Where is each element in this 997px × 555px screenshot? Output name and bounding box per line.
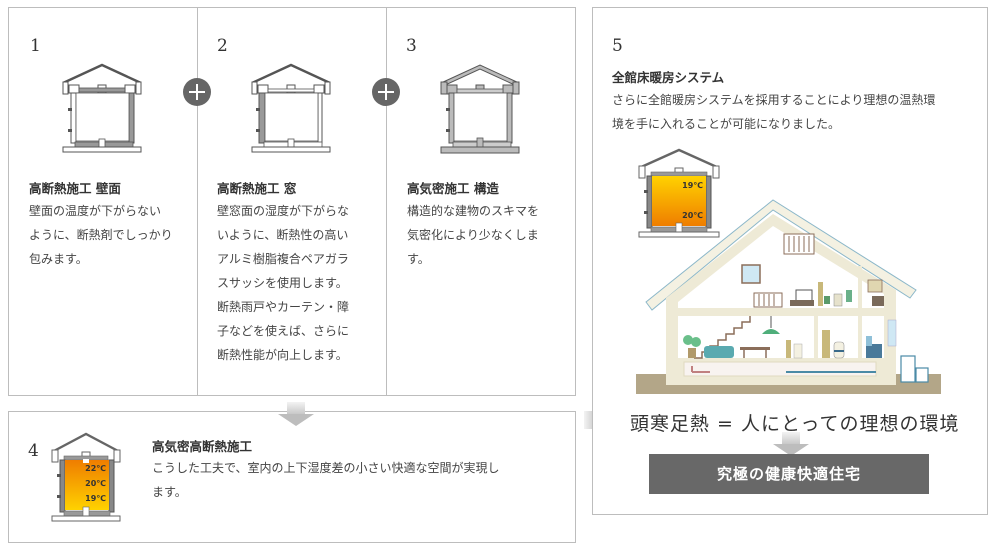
temp-label-top: 22℃ <box>85 464 106 473</box>
step-2-number: 2 <box>217 36 228 56</box>
step-5-title: 全館床暖房システム <box>612 70 725 85</box>
temp-label-bottom: 20℃ <box>682 211 703 220</box>
result-banner: 究極の健康快適住宅 <box>649 454 929 494</box>
column-divider <box>386 8 387 395</box>
column-divider <box>197 8 198 395</box>
step-1-description: 壁面の温度が下がらない ように、断熱剤でしっかり 包みます。 <box>29 204 173 266</box>
arrow-down-icon <box>773 432 809 456</box>
step-3-description: 構造的な建物のスキマを 気密化により少なくしま す。 <box>407 204 540 266</box>
step-3-title: 高気密施工 構造 <box>407 181 499 196</box>
house-cutaway-illustration <box>636 199 941 394</box>
step-4-description: こうした工夫で、室内の上下湿度差の小さい快適な空間が実現し ます。 <box>152 461 500 499</box>
step-1-number: 1 <box>30 36 41 56</box>
arrow-down-icon <box>278 402 314 426</box>
temp-label-bottom: 19℃ <box>85 494 106 503</box>
temp-label-middle: 20℃ <box>85 479 106 488</box>
temp-label-top: 19℃ <box>682 181 703 190</box>
step-4-title: 高気密高断熱施工 <box>152 439 253 454</box>
steps-1-3-panel <box>8 7 576 396</box>
house-section-icon <box>440 64 520 154</box>
plus-icon <box>372 78 400 106</box>
step-5-description: さらに全館暖房システムを採用することにより理想の温熱環 境を手に入れることが可能… <box>612 93 936 131</box>
step-1-title: 高断熱施工 壁面 <box>29 181 121 196</box>
step-2-title: 高断熱施工 窓 <box>217 181 297 196</box>
house-section-icon <box>62 63 142 153</box>
step-5-number: 5 <box>612 36 623 56</box>
step-4-number: 4 <box>28 441 39 461</box>
step-3-number: 3 <box>406 36 417 56</box>
formula-text: 頭寒足熱 = 人にとっての理想の環境 <box>630 413 960 435</box>
step-2-description: 壁窓面の湿度が下がらな いように、断熱性の高い アルミ樹脂複合ペアガラ スサッシ… <box>217 204 350 362</box>
plus-icon <box>183 78 211 106</box>
house-section-icon-floor-heated: 19℃ 20℃ <box>637 148 721 240</box>
house-section-icon-heated: 22℃ 20℃ 19℃ <box>51 432 121 522</box>
house-section-icon <box>251 63 331 153</box>
